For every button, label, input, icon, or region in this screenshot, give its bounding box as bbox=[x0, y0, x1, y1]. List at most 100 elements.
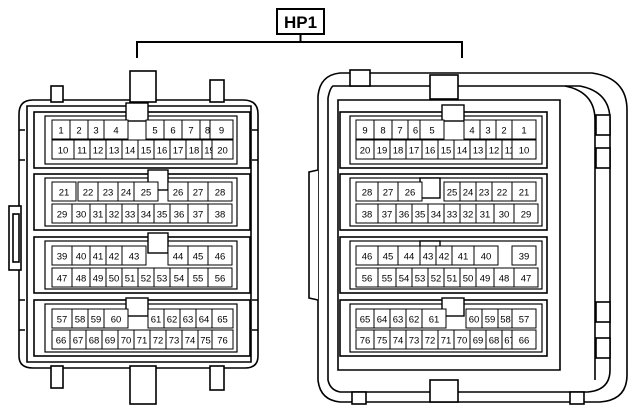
pin-number: 6 bbox=[170, 126, 175, 137]
pin-number: 71 bbox=[137, 336, 148, 347]
pin-number: 55 bbox=[382, 274, 393, 285]
key-notch bbox=[419, 177, 441, 199]
pin-number: 75 bbox=[200, 336, 211, 347]
pin-number: 65 bbox=[217, 315, 228, 326]
pin-number: 47 bbox=[521, 274, 532, 285]
pin-number: 30 bbox=[76, 210, 87, 221]
pin-number: 55 bbox=[193, 274, 204, 285]
pin-number: 76 bbox=[217, 336, 228, 347]
pin-number: 54 bbox=[174, 274, 185, 285]
pin-number: 39 bbox=[57, 252, 68, 263]
pin-number: 38 bbox=[215, 210, 226, 221]
pin-number: 23 bbox=[479, 188, 490, 199]
pin-cavity bbox=[511, 308, 537, 329]
pin-number: 51 bbox=[125, 274, 136, 285]
pin-number: 2 bbox=[501, 126, 506, 137]
pin-number: 50 bbox=[463, 274, 474, 285]
pin-number: 70 bbox=[457, 336, 468, 347]
pin-number: 9 bbox=[362, 126, 367, 137]
pin-number: 59 bbox=[91, 315, 102, 326]
pin-number: 49 bbox=[480, 274, 491, 285]
pin-cavity bbox=[211, 308, 234, 329]
pin-number: 38 bbox=[362, 210, 373, 221]
pin-number: 10 bbox=[519, 146, 530, 157]
pin-number: 27 bbox=[193, 188, 204, 199]
pin-number: 47 bbox=[57, 274, 68, 285]
pin-number: 3 bbox=[485, 126, 490, 137]
pin-cavity bbox=[133, 181, 159, 202]
pin-number: 6 bbox=[413, 126, 418, 137]
pin-number: 22 bbox=[83, 188, 94, 199]
pin-number: 11 bbox=[77, 146, 87, 157]
pin-number: 68 bbox=[489, 336, 500, 347]
pin-number: 58 bbox=[75, 315, 86, 326]
pin-number: 56 bbox=[215, 274, 226, 285]
pin-number: 29 bbox=[521, 210, 532, 221]
pin-cavity bbox=[207, 181, 233, 202]
pin-cavity bbox=[103, 119, 129, 140]
pin-number: 13 bbox=[473, 146, 484, 157]
pin-cavity bbox=[207, 267, 233, 288]
pin-number: 14 bbox=[125, 146, 136, 157]
pin-number: 74 bbox=[393, 336, 404, 347]
pin-number: 46 bbox=[362, 252, 373, 263]
pin-number: 4 bbox=[469, 126, 474, 137]
pin-number: 23 bbox=[103, 188, 114, 199]
pin-number: 57 bbox=[57, 315, 68, 326]
pin-number: 14 bbox=[457, 146, 468, 157]
key-notch bbox=[147, 232, 169, 254]
pin-number: 37 bbox=[382, 210, 393, 221]
pin-number: 8 bbox=[205, 126, 210, 137]
pin-number: 44 bbox=[404, 252, 415, 263]
pin-number: 18 bbox=[189, 146, 200, 157]
pin-number: 72 bbox=[153, 336, 164, 347]
pin-number: 10 bbox=[58, 146, 69, 157]
pin-number: 59 bbox=[485, 315, 496, 326]
pin-number: 62 bbox=[409, 315, 420, 326]
pin-number: 67 bbox=[73, 336, 84, 347]
pin-number: 61 bbox=[151, 315, 162, 326]
pin-number: 60 bbox=[469, 315, 480, 326]
pin-number: 37 bbox=[193, 210, 204, 221]
pin-number: 50 bbox=[109, 274, 120, 285]
pin-number: 40 bbox=[481, 252, 492, 263]
pin-cavity bbox=[513, 203, 539, 224]
pin-number: 53 bbox=[415, 274, 426, 285]
pin-cavity bbox=[419, 119, 445, 140]
pin-number: 28 bbox=[215, 188, 226, 199]
pin-number: 60 bbox=[111, 315, 122, 326]
pin-number: 7 bbox=[188, 126, 193, 137]
pin-number: 76 bbox=[360, 336, 371, 347]
pin-number: 15 bbox=[141, 146, 152, 157]
connector-label: HP1 bbox=[284, 13, 317, 32]
pin-number: 24 bbox=[463, 188, 474, 199]
pin-number: 2 bbox=[76, 126, 81, 137]
pin-cavity bbox=[211, 139, 234, 160]
pin-number: 42 bbox=[439, 252, 450, 263]
pin-number: 19 bbox=[204, 146, 215, 157]
key-notch bbox=[125, 297, 149, 317]
pin-number: 5 bbox=[152, 126, 157, 137]
pin-number: 25 bbox=[447, 188, 458, 199]
pin-number: 31 bbox=[93, 210, 104, 221]
pin-number: 13 bbox=[109, 146, 120, 157]
pin-number: 35 bbox=[157, 210, 168, 221]
pin-cavity bbox=[51, 181, 77, 202]
pin-number: 26 bbox=[173, 188, 184, 199]
pin-number: 71 bbox=[441, 336, 452, 347]
block-inner-frame bbox=[349, 240, 543, 290]
pin-number: 53 bbox=[157, 274, 168, 285]
block-inner-frame bbox=[44, 177, 238, 227]
pin-number: 4 bbox=[113, 126, 118, 137]
pin-number: 18 bbox=[393, 146, 404, 157]
pin-number: 8 bbox=[380, 126, 385, 137]
